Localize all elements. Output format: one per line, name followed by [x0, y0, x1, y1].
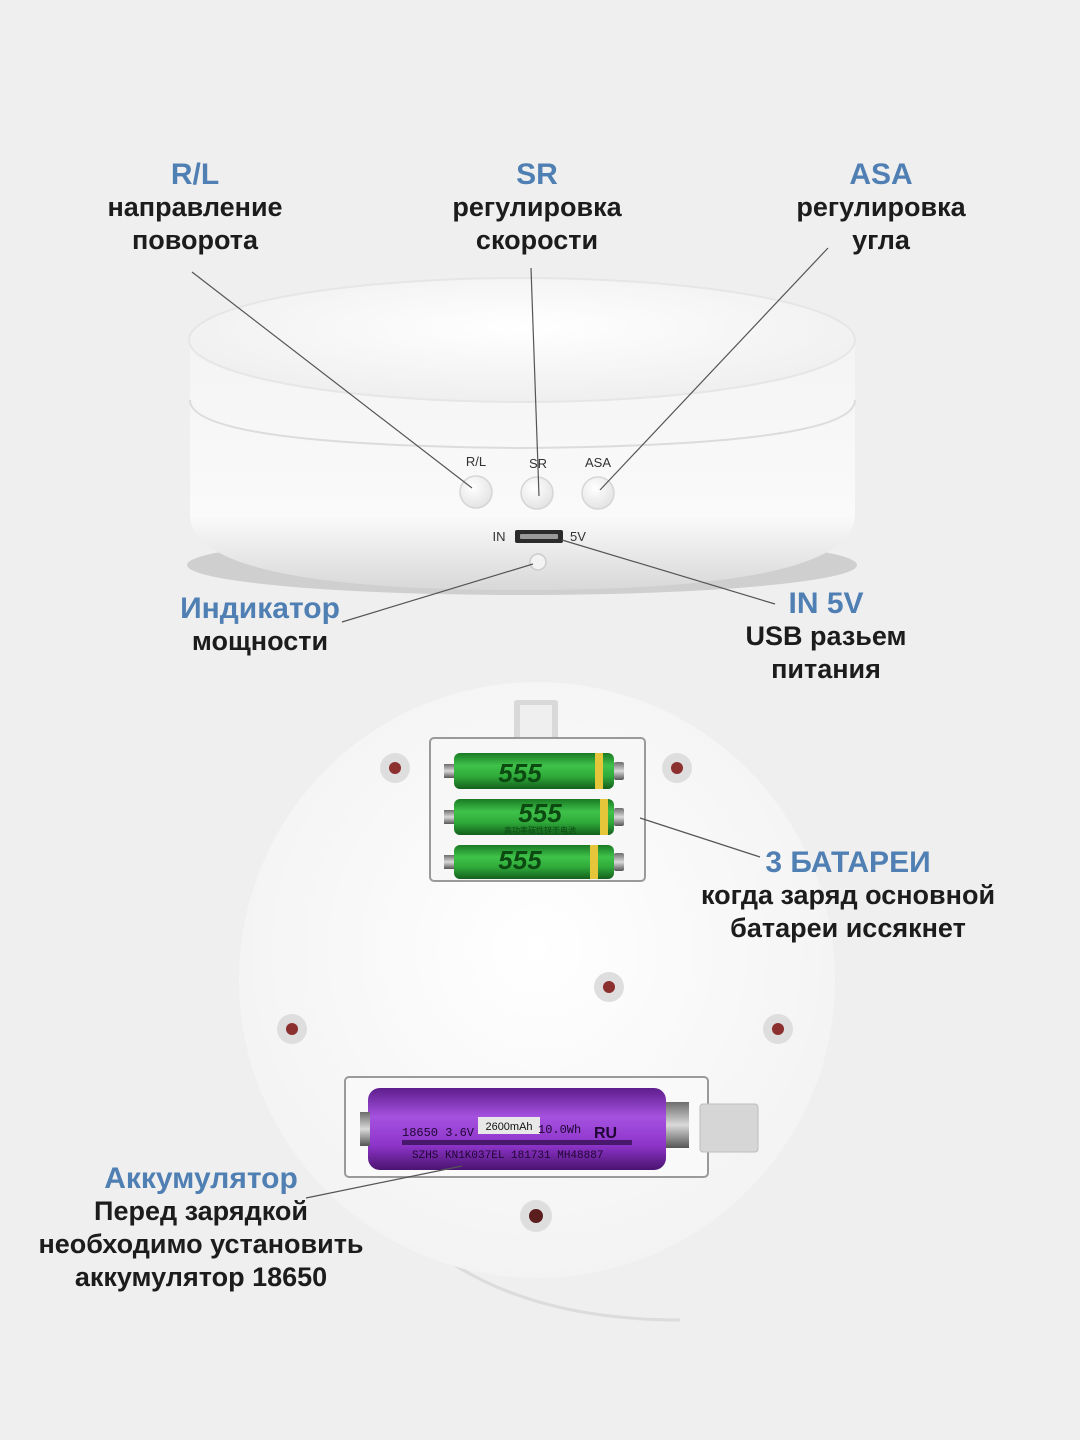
- turntable-underside: 555 555 高功率碳性锌干电池 555 18650 3.6V 2600mAh: [239, 682, 835, 1322]
- rl-button-mark: R/L: [466, 454, 486, 469]
- usb-callout: IN 5V USB разьем питания: [716, 587, 936, 686]
- li-battery-door-tab: [699, 1103, 759, 1153]
- screw-hole: [763, 1014, 793, 1044]
- port-5v-mark: 5V: [570, 529, 586, 544]
- svg-text:555: 555: [498, 845, 542, 875]
- rl-button[interactable]: [459, 475, 493, 509]
- power-indicator-led: [529, 553, 547, 571]
- sr-button[interactable]: [520, 476, 554, 510]
- indicator-callout: Индикатор мощности: [160, 592, 360, 658]
- usb-callout-line1: USB разьем: [745, 621, 907, 651]
- turntable-body: [190, 345, 855, 590]
- turntable-seam: [189, 399, 856, 450]
- batteries-callout-title: 3 БАТАРЕИ: [765, 846, 931, 879]
- screw-hole: [662, 753, 692, 783]
- svg-text:555: 555: [518, 798, 562, 828]
- sr-callout: SR регулировка скорости: [437, 158, 637, 257]
- svg-text:SZHS KN1K037EL 181731 MH48887: SZHS KN1K037EL 181731 MH48887: [412, 1150, 603, 1162]
- asa-button[interactable]: [581, 476, 615, 510]
- indicator-callout-line1: мощности: [191, 626, 329, 656]
- turntable-top: [188, 277, 856, 403]
- rl-callout-title: R/L: [170, 158, 220, 191]
- svg-text:高功率碳性锌干电池: 高功率碳性锌干电池: [504, 825, 576, 835]
- screw-hole: [380, 753, 410, 783]
- turntable-device: R/L SR ASA IN 5V: [187, 277, 857, 595]
- batteries-callout: 3 БАТАРЕИ когда заряд основной батареи и…: [686, 846, 1010, 945]
- batteries-callout-line2: батареи иссякнет: [730, 913, 966, 943]
- li-battery-spring: [665, 1102, 689, 1148]
- svg-text:555: 555: [498, 758, 542, 788]
- aa-battery: 555: [444, 845, 624, 879]
- accumulator-callout-line3: аккумулятор 18650: [74, 1262, 328, 1292]
- usb-callout-title: IN 5V: [788, 587, 864, 620]
- svg-text:10.0Wh: 10.0Wh: [538, 1123, 581, 1137]
- sr-callout-line2: скорости: [475, 225, 599, 255]
- asa-button-mark: ASA: [585, 455, 611, 470]
- usb-port-inner: [520, 534, 558, 539]
- aa-battery: 555: [444, 753, 624, 789]
- svg-text:RU: RU: [594, 1125, 617, 1142]
- callout-lines: [191, 247, 829, 1199]
- batteries-callout-line1: когда заряд основной: [700, 880, 996, 910]
- accumulator-callout-title: Аккумулятор: [104, 1162, 298, 1195]
- rl-callout-line2: поворота: [131, 225, 259, 255]
- asa-callout-title: ASA: [849, 158, 913, 191]
- asa-callout-line1: регулировка: [796, 192, 966, 222]
- rl-callout-line1: направление: [107, 192, 283, 222]
- screw-hole: [594, 972, 624, 1002]
- accumulator-callout-line2: необходимо установить: [38, 1229, 364, 1259]
- svg-text:18650 3.6V: 18650 3.6V: [402, 1126, 475, 1140]
- indicator-callout-title: Индикатор: [180, 592, 340, 625]
- asa-callout: ASA регулировка угла: [781, 158, 981, 257]
- usb-callout-line2: питания: [771, 654, 881, 684]
- sr-callout-title: SR: [516, 158, 558, 191]
- accumulator-callout-line1: Перед зарядкой: [94, 1196, 308, 1226]
- sr-callout-line1: регулировка: [452, 192, 622, 222]
- svg-text:2600mAh: 2600mAh: [485, 1121, 532, 1133]
- screw-hole: [520, 1200, 552, 1232]
- aa-battery: 555 高功率碳性锌干电池: [444, 798, 624, 835]
- li-battery-18650: 18650 3.6V 2600mAh 10.0Wh RU SZHS KN1K03…: [360, 1088, 666, 1170]
- accumulator-callout: Аккумулятор Перед зарядкой необходимо ус…: [25, 1162, 377, 1294]
- asa-callout-line2: угла: [852, 225, 910, 255]
- port-in-mark: IN: [493, 529, 506, 544]
- rl-callout: R/L направление поворота: [95, 158, 295, 257]
- screw-hole: [277, 1014, 307, 1044]
